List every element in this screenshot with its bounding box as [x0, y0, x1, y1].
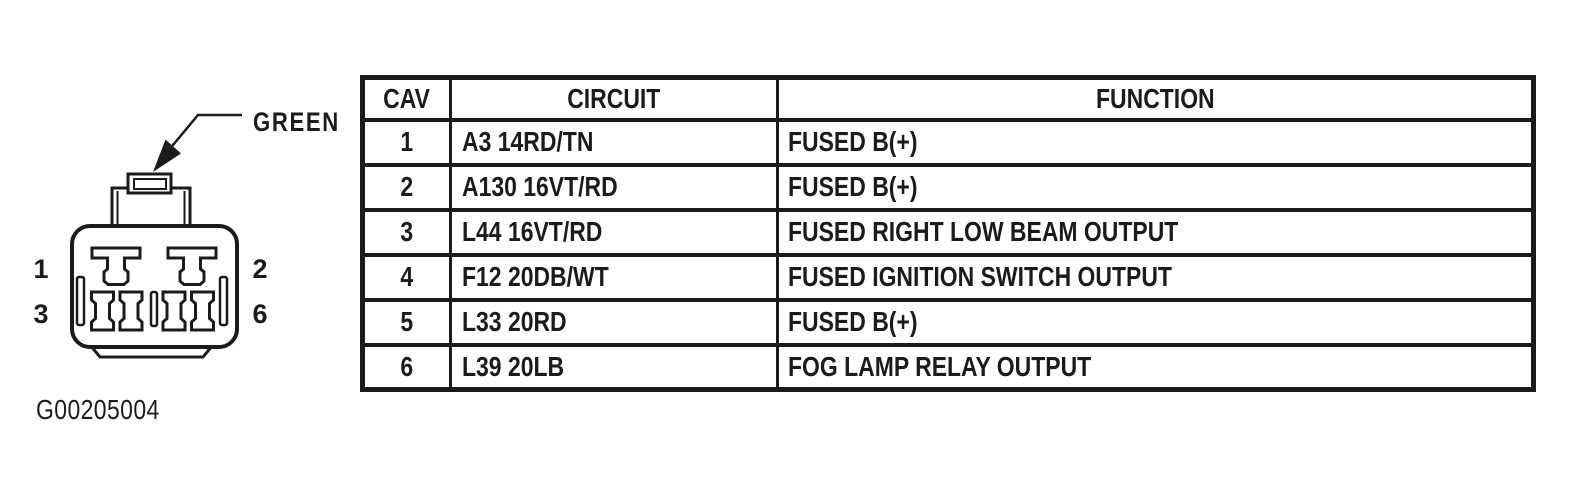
table-row: 2 A130 16VT/RD FUSED B(+): [361, 162, 1535, 212]
pinout-table-body: 1 A3 14RD/TN FUSED B(+) 2 A130 16VT/RD F…: [361, 117, 1535, 392]
cav-cell: 6: [361, 342, 452, 392]
circuit-cell: L33 20RD: [449, 297, 779, 347]
connector-diagram: GREEN: [33, 108, 340, 359]
figure-id: G00205004: [36, 394, 160, 425]
pin-label-6: 6: [252, 299, 267, 329]
circuit-cell: A3 14RD/TN: [449, 117, 779, 167]
cav-cell: 2: [361, 162, 452, 212]
circuit-cell: L44 16VT/RD: [449, 207, 779, 257]
cav-cell: 1: [361, 117, 452, 167]
circuit-cell: F12 20DB/WT: [449, 252, 779, 302]
table-row: 3 L44 16VT/RD FUSED RIGHT LOW BEAM OUTPU…: [361, 207, 1535, 257]
function-cell: FUSED RIGHT LOW BEAM OUTPUT: [776, 207, 1535, 257]
function-cell: FUSED IGNITION SWITCH OUTPUT: [776, 252, 1535, 302]
header-function: FUNCTION: [776, 75, 1535, 122]
function-cell: FUSED B(+): [776, 162, 1535, 212]
pinout-table: CAV CIRCUIT FUNCTION 1 A3 14RD/TN FUSED …: [360, 75, 1536, 392]
function-cell: FOG LAMP RELAY OUTPUT: [776, 342, 1535, 392]
circuit-cell: L39 20LB: [449, 342, 779, 392]
table-row: 6 L39 20LB FOG LAMP RELAY OUTPUT: [361, 342, 1535, 392]
function-cell: FUSED B(+): [776, 117, 1535, 167]
function-cell: FUSED B(+): [776, 297, 1535, 347]
pin-label-3: 3: [33, 299, 48, 329]
terminal-cavities-top: [90, 246, 218, 286]
cav-cell: 4: [361, 252, 452, 302]
table-header-row: CAV CIRCUIT FUNCTION: [361, 75, 1535, 122]
table-row: 1 A3 14RD/TN FUSED B(+): [361, 117, 1535, 167]
header-circuit: CIRCUIT: [449, 75, 779, 122]
cav-cell: 3: [361, 207, 452, 257]
table-row: 5 L33 20RD FUSED B(+): [361, 297, 1535, 347]
cav-cell: 5: [361, 297, 452, 347]
leader-arrow-icon: [153, 113, 242, 172]
pin-label-1: 1: [33, 254, 48, 284]
pin-label-2: 2: [252, 254, 267, 284]
connector-latch: [126, 172, 173, 195]
table-row: 4 F12 20DB/WT FUSED IGNITION SWITCH OUTP…: [361, 252, 1535, 302]
index-slots: [75, 275, 229, 328]
circuit-cell: A130 16VT/RD: [449, 162, 779, 212]
header-cav: CAV: [361, 75, 452, 122]
connector-color-label: GREEN: [253, 108, 340, 138]
connector-neck: [110, 186, 192, 230]
terminal-cavities-bottom: [90, 290, 215, 332]
